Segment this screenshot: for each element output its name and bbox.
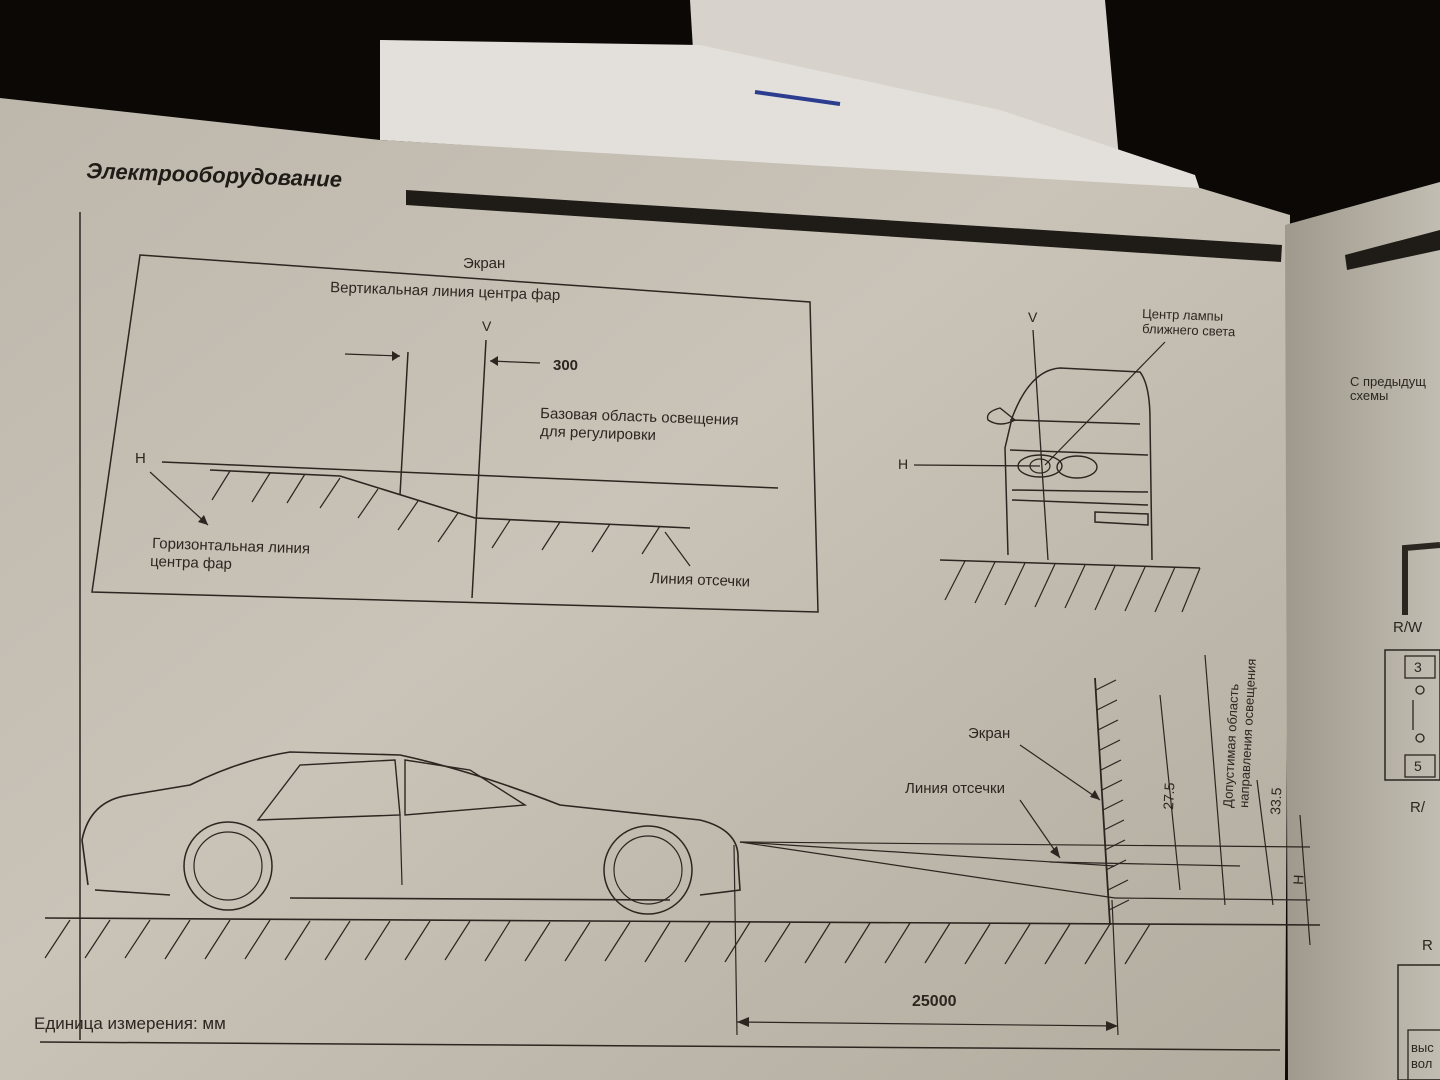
h-leader-arrow	[198, 515, 208, 525]
headlamp-right	[1056, 455, 1098, 479]
horizontal-line-label-1: Горизонтальная линия	[152, 535, 310, 558]
front-v-label: V	[1028, 309, 1038, 325]
cutoff-side-leader	[1019, 799, 1061, 859]
cutoff-hatching	[211, 470, 661, 555]
front-rim	[613, 835, 683, 905]
pin-3-label: 3	[1414, 659, 1422, 675]
side-ground	[44, 917, 1321, 926]
dim-lines	[1159, 654, 1311, 946]
rear-window	[256, 759, 401, 821]
right-header-bar	[1345, 230, 1440, 270]
screen-leader-arrow	[1090, 790, 1100, 800]
v-label: V	[482, 318, 492, 334]
h-label: H	[135, 450, 146, 467]
right-book-page	[1285, 182, 1440, 1080]
distance-line	[736, 1021, 1119, 1027]
side-ground-hatching	[44, 919, 1151, 965]
front-view: V Центр лампы ближнего света H	[898, 306, 1236, 613]
front-h-label: H	[898, 456, 908, 472]
right-text-1: С предыдущ	[1350, 374, 1426, 389]
right-text-2: схемы	[1350, 388, 1388, 403]
cutoff-side-arrow	[1050, 846, 1060, 858]
screen-diagram: Экран Вертикальная линия центра фар V 30…	[91, 254, 819, 613]
cutoff-label: Линия отсечки	[650, 570, 751, 590]
light-beams	[739, 841, 1311, 901]
lower-inner-box	[1407, 1029, 1440, 1080]
lamp-center-label-2: ближнего света	[1142, 321, 1236, 339]
cutoff-leader	[664, 531, 691, 567]
side-cutoff-label: Линия отсечки	[905, 780, 1005, 797]
wire-bottom-label: R/	[1410, 799, 1426, 816]
distance-arrow-right	[1106, 1021, 1118, 1031]
car-front-outline	[1004, 367, 1153, 561]
front-v-line	[1032, 329, 1049, 561]
dim-upper: 27.5	[1160, 782, 1177, 810]
h-leader	[149, 471, 209, 526]
thick-wire	[1402, 542, 1440, 615]
distance-arrow-left	[737, 1017, 749, 1027]
rear-wheel	[183, 821, 273, 911]
pen-mark	[754, 90, 841, 106]
front-ground-hatching	[944, 560, 1201, 613]
right-page-content: С предыдущ схемы R/W 3 5 R/ R выс вол	[1345, 230, 1440, 1080]
h-line	[161, 461, 779, 489]
pin-3-box	[1404, 655, 1436, 679]
book-page	[0, 98, 1290, 1080]
v-line	[471, 339, 487, 599]
wire-top-label: R/W	[1393, 619, 1423, 636]
front-window	[404, 759, 528, 816]
mirror	[986, 407, 1017, 425]
box-text-2: вол	[1411, 1056, 1432, 1071]
screen-frame	[91, 254, 819, 613]
front-ground	[939, 559, 1201, 569]
switch-contact-bottom	[1415, 733, 1425, 743]
connector-box	[1384, 649, 1440, 781]
offset-line	[399, 351, 409, 496]
front-wheel	[603, 825, 693, 915]
lamp-center-leader	[1044, 341, 1166, 466]
header-bar	[406, 190, 1282, 262]
horizontal-line-label-2: центра фар	[150, 553, 232, 573]
door-line	[399, 814, 403, 886]
lamp-center-label-1: Центр лампы	[1142, 306, 1223, 324]
dim-arrow-right	[490, 356, 498, 366]
pin-5-box	[1404, 754, 1436, 778]
box-text-1: выс	[1411, 1040, 1434, 1055]
dim-lower: 33.5	[1267, 787, 1284, 815]
base-area-label-1: Базовая область освещения	[540, 405, 739, 429]
screen-title: Экран	[463, 255, 505, 272]
car-side-outline	[81, 751, 741, 901]
offset-value: 300	[553, 357, 578, 374]
base-area-label-2: для регулировки	[540, 423, 656, 444]
distance-ext-right	[1111, 899, 1119, 1036]
dim-line-left	[344, 353, 401, 357]
rear-rim	[193, 831, 263, 901]
screen-wall-hatching	[1095, 679, 1130, 911]
lower-box	[1397, 964, 1440, 1080]
distance-value: 25000	[912, 993, 957, 1010]
side-screen-label: Экран	[968, 725, 1010, 742]
screen-wall	[1094, 677, 1111, 926]
wire-lower-label: R	[1422, 937, 1433, 954]
distance-ext-left	[733, 844, 738, 1036]
pin-5-label: 5	[1414, 758, 1422, 774]
screen-leader	[1019, 744, 1101, 801]
switch-contact-top	[1415, 685, 1425, 695]
dim-line-right	[489, 360, 541, 364]
units-note: Единица измерения: мм	[34, 1014, 226, 1033]
dim-arrow-left	[392, 351, 400, 361]
bottom-rule	[39, 1041, 1281, 1051]
front-h-line	[913, 464, 1041, 467]
side-h-label: H	[1290, 874, 1307, 885]
cutoff-line	[209, 469, 691, 529]
allowed-area-label-1: Допустимая область	[1220, 683, 1241, 808]
